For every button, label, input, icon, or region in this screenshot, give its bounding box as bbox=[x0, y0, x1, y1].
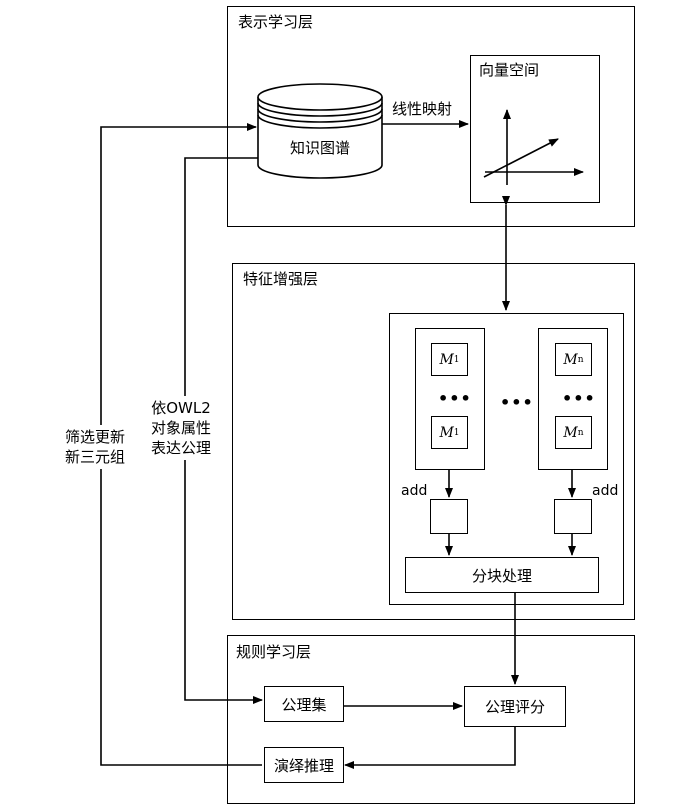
axiom-scoring-box bbox=[464, 686, 566, 727]
matrix-m1-bottom bbox=[431, 416, 468, 449]
rule-layer-box bbox=[227, 635, 635, 804]
right-ellipsis: ••• bbox=[562, 389, 596, 408]
add-box-left bbox=[430, 499, 468, 534]
knowledge-graph-cylinder bbox=[257, 83, 383, 179]
block-processing-box bbox=[405, 557, 599, 593]
linear-mapping-label: 线性映射 bbox=[392, 100, 453, 118]
left-matrix-column bbox=[415, 328, 485, 470]
rule-layer-title: 规则学习层 bbox=[236, 643, 312, 661]
axiom-set-label: 公理集 bbox=[281, 695, 327, 714]
axiom-scoring-label: 公理评分 bbox=[484, 698, 545, 716]
matrix-mn-top bbox=[555, 343, 592, 376]
matrix-mn-bottom bbox=[555, 416, 592, 449]
deductive-reasoning-box bbox=[264, 747, 344, 783]
left-ellipsis: ••• bbox=[438, 389, 472, 408]
block-processing-label: 分块处理 bbox=[471, 566, 532, 585]
add-box-right bbox=[554, 499, 592, 534]
edge-scoring-to-deduction bbox=[344, 727, 516, 769]
feature-inner-box bbox=[389, 313, 624, 605]
representation-layer-title: 表示学习层 bbox=[238, 13, 314, 31]
owl2-axiom-label: 依OWL2 对象属性 表达公理 bbox=[148, 396, 215, 460]
middle-ellipsis: ••• bbox=[500, 393, 534, 412]
axiom-set-box bbox=[264, 686, 344, 722]
feature-layer-title: 特征增强层 bbox=[243, 270, 319, 288]
knowledge-graph-label: 知识图谱 bbox=[289, 138, 350, 157]
right-matrix-column bbox=[538, 328, 608, 470]
axes-icon bbox=[483, 109, 584, 185]
feature-layer-box bbox=[232, 263, 635, 620]
filter-update-label: 筛选更新 新三元组 bbox=[62, 425, 129, 469]
deductive-reasoning-label: 演绎推理 bbox=[273, 756, 334, 775]
vector-space-box bbox=[470, 55, 600, 203]
representation-layer-box bbox=[227, 6, 635, 227]
add-left-label: add bbox=[401, 483, 428, 499]
add-right-label: add bbox=[592, 483, 619, 499]
vector-space-label: 向量空间 bbox=[479, 61, 540, 79]
matrix-m1-top bbox=[431, 343, 468, 376]
